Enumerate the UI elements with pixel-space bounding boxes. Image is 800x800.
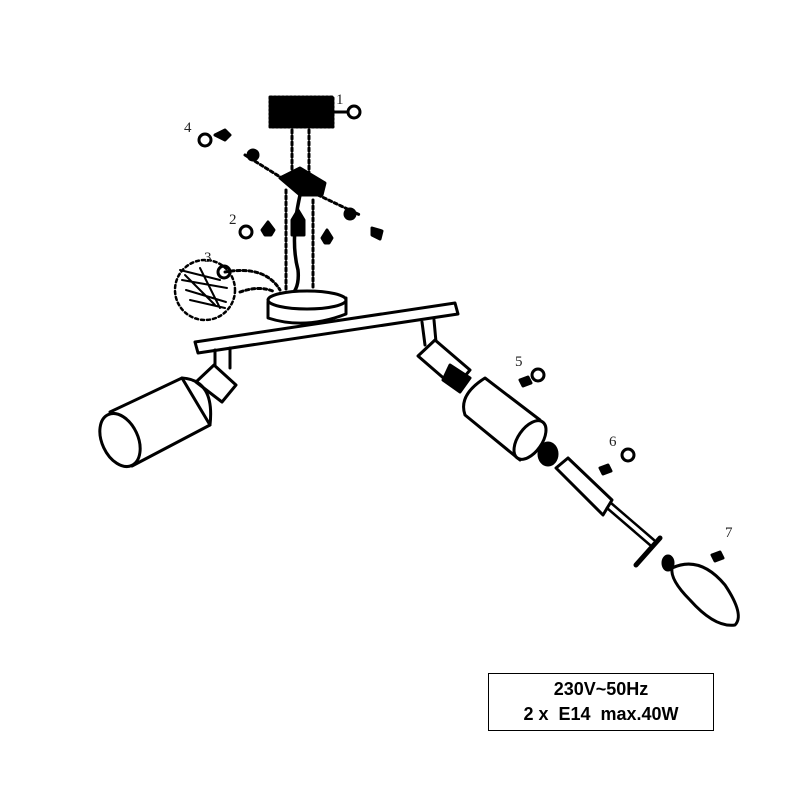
candle-bulb (670, 562, 740, 627)
callout-1: 1 (336, 92, 344, 108)
spec-voltage: 230V~50Hz (553, 679, 649, 699)
cable-bundle (179, 267, 228, 309)
screws (213, 128, 725, 563)
left-spotlight (98, 346, 238, 468)
callout-6: 6 (609, 434, 617, 450)
electrical-spec-box: 230V~50Hz 2 x E14 max.40W (488, 673, 714, 731)
washers (197, 132, 636, 463)
mounting-block (268, 95, 362, 129)
right-spotlight (416, 318, 675, 572)
callout-4: 4 (184, 120, 192, 136)
callout-7: 7 (725, 525, 733, 541)
spec-bulbs: 2 x E14 max.40W (523, 704, 679, 724)
callout-2: 2 (229, 212, 237, 228)
callout-5: 5 (515, 354, 523, 370)
canopy (266, 289, 348, 325)
callout-3: 3 (204, 250, 212, 266)
bar-arm (193, 301, 460, 355)
